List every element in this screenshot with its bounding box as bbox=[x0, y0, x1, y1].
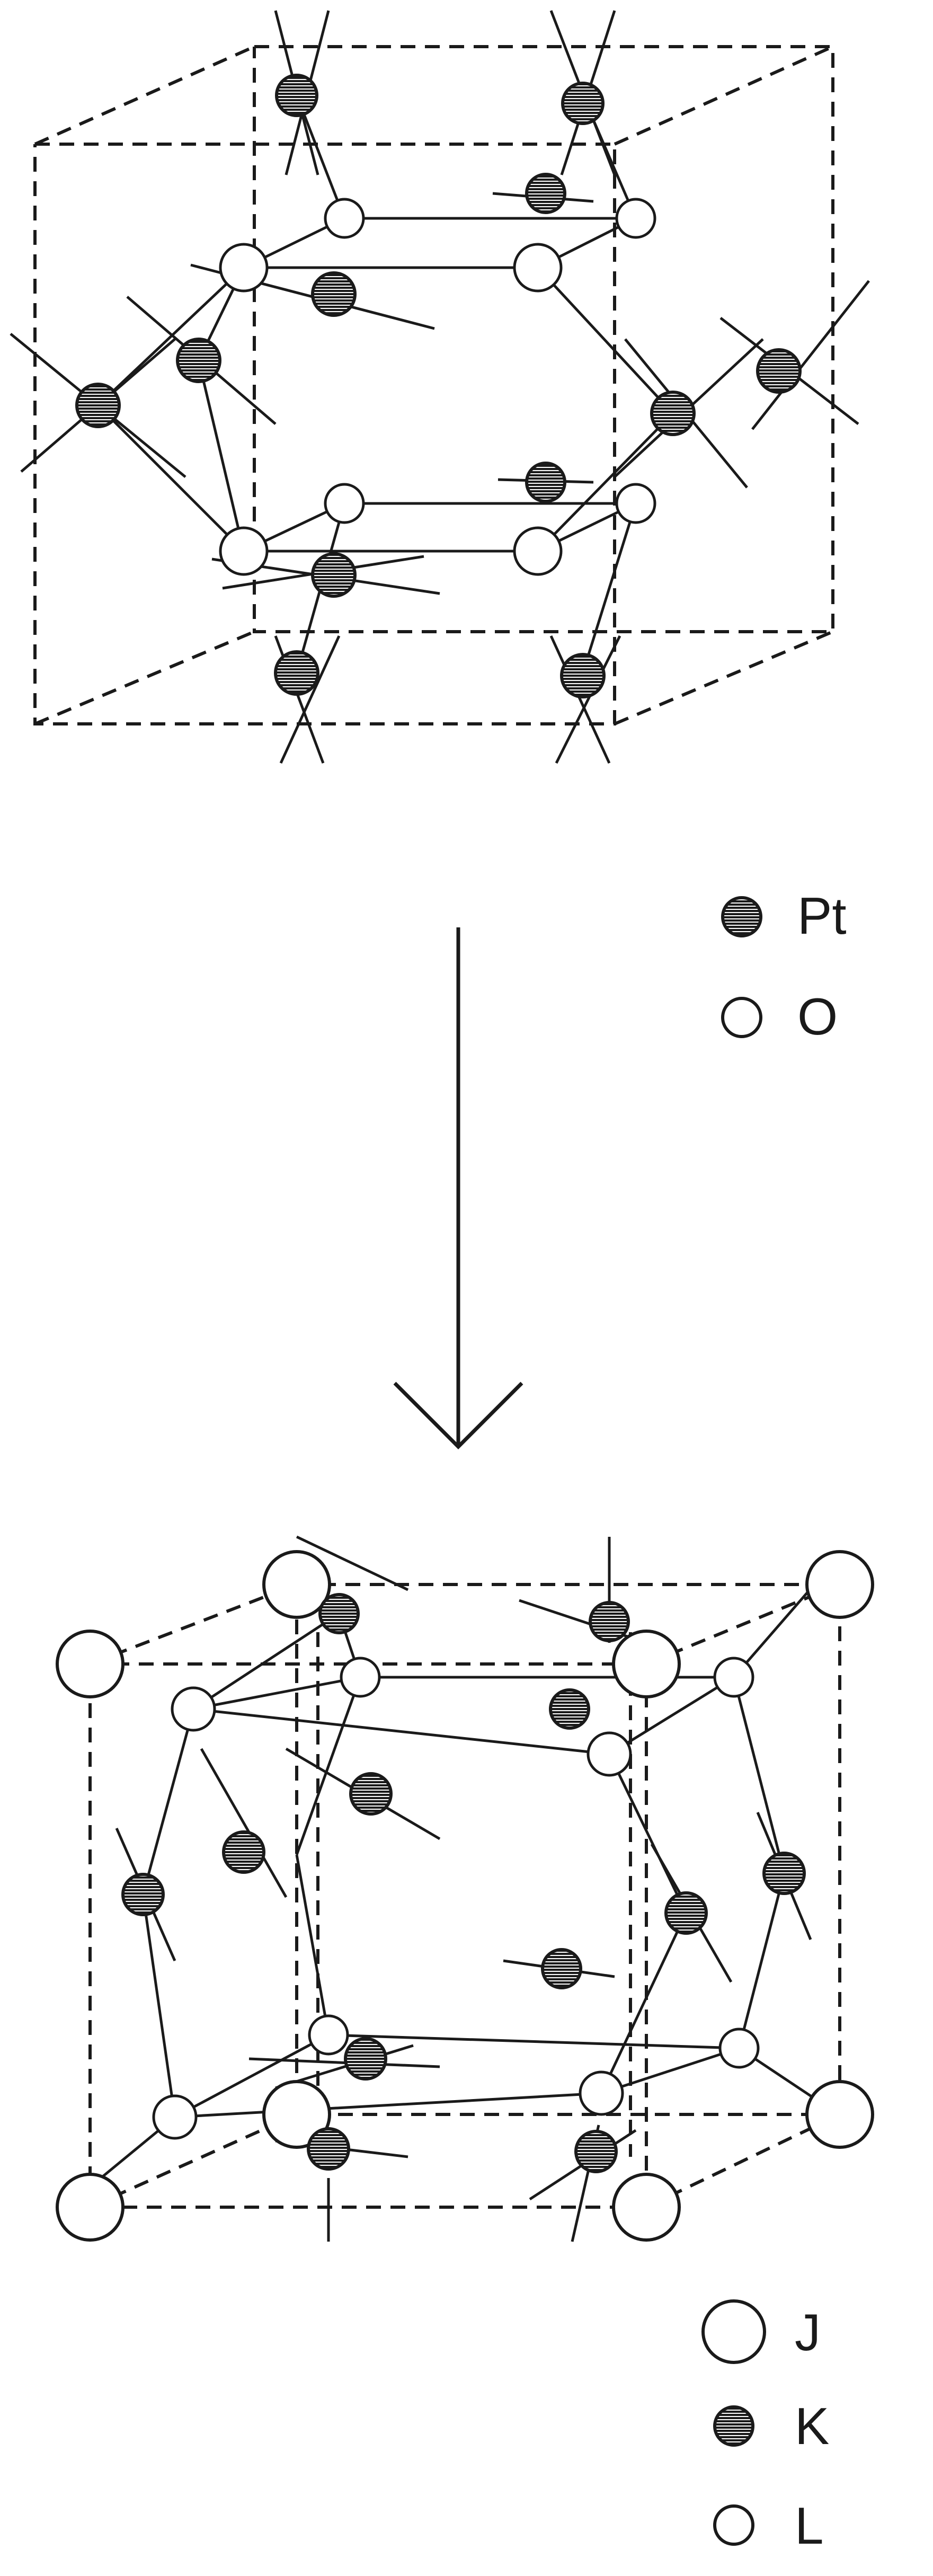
bottom-bonds bbox=[84, 1535, 828, 2242]
top-oxygen-atoms bbox=[219, 198, 656, 576]
top-crystal-structure bbox=[10, 10, 870, 764]
legend-open-circle-icon bbox=[713, 2504, 754, 2546]
legend-item-o: O bbox=[721, 987, 838, 1046]
bottom-l-atoms bbox=[152, 1657, 760, 2140]
legend-item-k: K bbox=[713, 2397, 829, 2455]
top-unit-cell bbox=[33, 45, 834, 725]
bottom-j-atoms bbox=[56, 1550, 874, 2242]
legend-hatched-circle-icon bbox=[721, 896, 762, 937]
arrow-head-icon bbox=[393, 1382, 523, 1449]
legend-item-j: J bbox=[701, 2299, 821, 2364]
legend-hatched-circle-icon bbox=[713, 2405, 754, 2447]
transition-arrow bbox=[393, 927, 523, 1449]
top-bonds bbox=[10, 10, 870, 764]
legend-label-k: K bbox=[795, 2397, 829, 2455]
legend-item-pt: Pt bbox=[721, 887, 847, 945]
top-legend: Pt O bbox=[721, 887, 847, 1046]
legend-label-l: L bbox=[795, 2497, 824, 2555]
bottom-k-atoms bbox=[121, 1593, 806, 2173]
legend-label-pt: Pt bbox=[797, 887, 847, 945]
legend-label-j: J bbox=[795, 2303, 821, 2361]
top-platinum-atoms bbox=[75, 74, 802, 698]
legend-label-o: O bbox=[797, 987, 838, 1046]
bottom-legend: J K L bbox=[701, 2299, 829, 2555]
bottom-crystal-structure bbox=[56, 1535, 874, 2242]
legend-open-circle-icon bbox=[721, 997, 762, 1038]
legend-large-open-circle-icon bbox=[701, 2299, 766, 2364]
legend-item-l: L bbox=[713, 2497, 824, 2555]
